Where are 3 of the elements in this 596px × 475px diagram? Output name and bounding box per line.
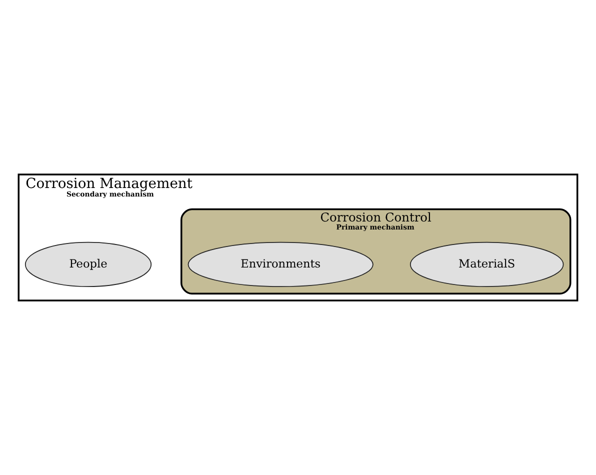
node-ellipse: People	[24, 242, 152, 288]
node-ellipse: MaterialS	[410, 242, 564, 288]
node-ellipse: Environments	[188, 242, 374, 288]
